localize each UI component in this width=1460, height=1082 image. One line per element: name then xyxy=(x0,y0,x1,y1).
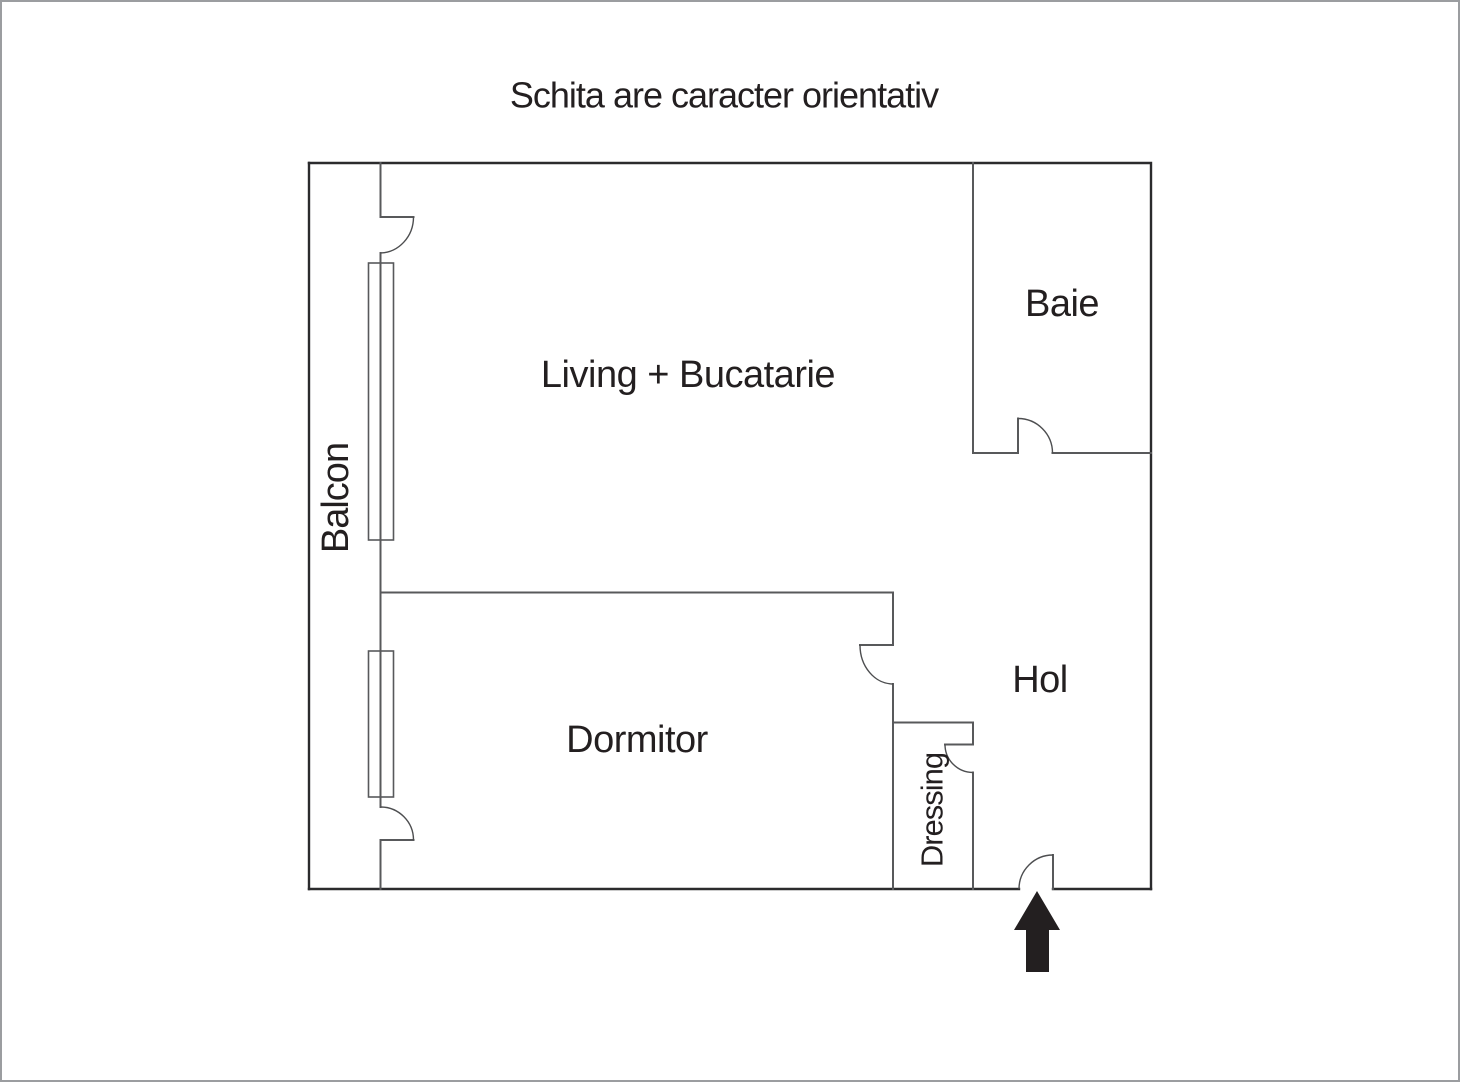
entrance-arrow-icon xyxy=(1014,891,1060,972)
outer-wall-top-right xyxy=(307,161,1153,891)
living-balcony-window xyxy=(367,262,395,541)
room-label-living: Living + Bucatarie xyxy=(541,354,835,396)
room-label-balcon: Balcon xyxy=(315,443,357,553)
balcony-dormitor-door-arc xyxy=(380,806,415,841)
dressing-walls xyxy=(892,721,974,890)
outer-walls xyxy=(307,161,1153,891)
door-arcs xyxy=(380,216,1054,890)
balcon-divider-wall xyxy=(379,162,415,890)
balcony-living-door-arc xyxy=(380,216,415,254)
plan-title: Schita are caracter orientativ xyxy=(510,75,939,116)
baie-door-arc xyxy=(1017,417,1054,454)
dressing-door-arc xyxy=(944,744,974,774)
room-label-hol: Hol xyxy=(1012,659,1068,701)
dormitor-door-arc xyxy=(859,644,894,685)
room-label-dressing: Dressing xyxy=(915,753,950,867)
room-label-baie: Baie xyxy=(1025,283,1099,325)
room-label-dormitor: Dormitor xyxy=(566,719,709,761)
interior-walls xyxy=(379,162,1152,890)
windows xyxy=(367,262,395,798)
entrance-door-arc xyxy=(1018,854,1054,890)
dormitor-walls xyxy=(379,591,894,890)
dormitor-balcony-window xyxy=(367,650,395,798)
labels: Schita are caracter orientativ Living + … xyxy=(315,75,1100,868)
baie-walls xyxy=(972,162,1152,454)
